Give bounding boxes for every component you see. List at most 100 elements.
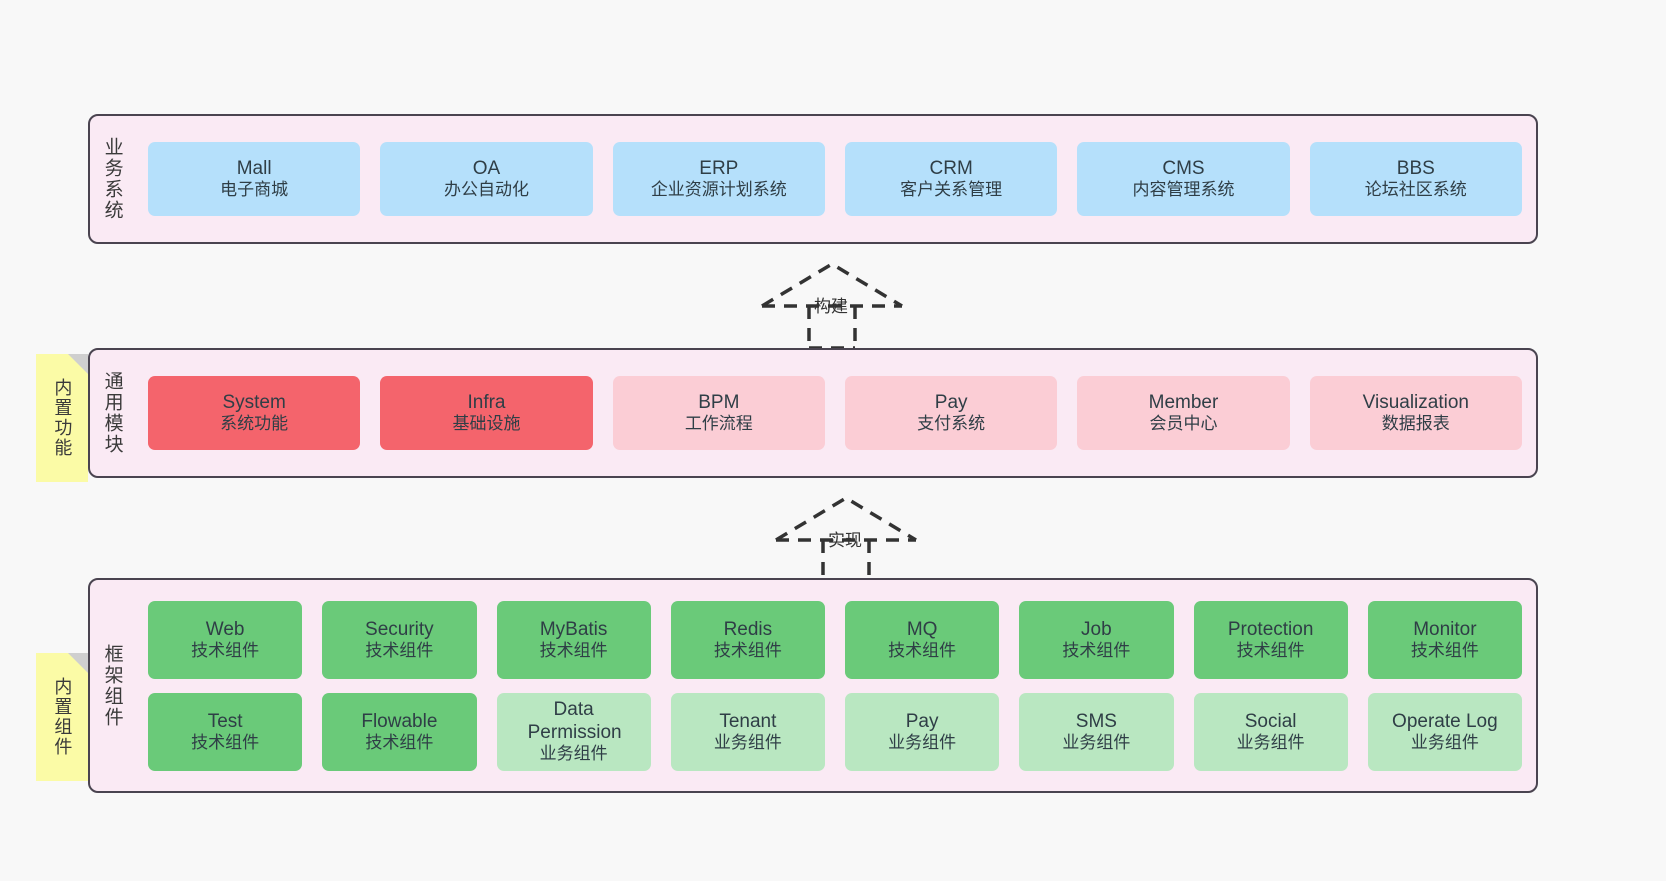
arrow-implement: 实现 [766,492,926,584]
card-title-cn: 业务组件 [1062,732,1131,752]
layer-title-framework-component: 框架组件 [101,643,123,728]
card-title-cn: 业务组件 [1410,732,1479,752]
card-pay-business[interactable]: Pay 业务组件 [845,692,1000,771]
card-title-cn: 会员中心 [1149,414,1218,434]
layer-business-system: 业务系统 Mall 电子商城 OA 办公自动化 ERP 企业资源计划系统 CRM… [88,114,1538,244]
arrow-build-label: 构建 [814,297,848,316]
card-title-cn: 业务组件 [1236,732,1305,752]
card-title-cn: 技术组件 [1410,640,1479,660]
note-builtin-components: 内置组件 [36,653,88,781]
arrow-build: 构建 [752,258,912,350]
card-protection[interactable]: Protection 技术组件 [1193,600,1348,679]
card-title-en: Infra [467,392,506,414]
note-fold-corner-icon [68,354,88,374]
layer-body-common-module: System 系统功能 Infra 基础设施 BPM 工作流程 Pay 支付系统… [134,350,1536,476]
card-security[interactable]: Security 技术组件 [322,600,477,679]
card-title-cn: 论坛社区系统 [1364,180,1467,200]
card-erp[interactable]: ERP 企业资源计划系统 [612,142,825,216]
card-title-cn: 数据报表 [1381,414,1450,434]
card-title-en: Operate Log [1392,710,1498,732]
card-redis[interactable]: Redis 技术组件 [670,600,825,679]
card-title-cn: 电子商城 [220,180,289,200]
card-title-cn: 支付系统 [917,414,986,434]
card-monitor[interactable]: Monitor 技术组件 [1367,600,1522,679]
card-bpm[interactable]: BPM 工作流程 [612,376,825,450]
card-title-en: Monitor [1413,618,1477,640]
card-title-cn: 业务组件 [539,744,608,764]
card-title-cn: 客户关系管理 [900,180,1003,200]
card-title-en: CRM [929,158,973,180]
card-title-cn: 办公自动化 [443,180,529,200]
card-title-en: Mall [236,158,272,180]
card-title-cn: 技术组件 [539,640,608,660]
card-title-en: BPM [698,392,740,414]
card-crm[interactable]: CRM 客户关系管理 [844,142,1058,216]
note-label: 内置功能 [52,378,73,458]
card-title-en: Pay [934,392,968,414]
card-title-cn: 技术组件 [713,640,782,660]
card-title-en: BBS [1396,158,1435,180]
card-title-en: Tenant [719,710,777,732]
card-title-en: Test [207,710,243,732]
card-title-cn: 工作流程 [684,414,753,434]
card-operate-log[interactable]: Operate Log 业务组件 [1367,692,1522,771]
card-title-en: MQ [906,618,938,640]
card-row: Test 技术组件 Flowable 技术组件 Data Permission … [148,692,1522,771]
card-title-en: ERP [699,158,739,180]
card-flowable[interactable]: Flowable 技术组件 [322,692,477,771]
card-job[interactable]: Job 技术组件 [1019,600,1174,679]
card-title-en: Social [1244,710,1297,732]
card-row: Mall 电子商城 OA 办公自动化 ERP 企业资源计划系统 CRM 客户关系… [148,142,1522,216]
card-title-en: Job [1081,618,1112,640]
card-title-cn: 技术组件 [365,732,434,752]
note-builtin-features: 内置功能 [36,354,88,482]
card-title-en: Flowable [361,710,438,732]
card-title-en: CMS [1162,158,1205,180]
card-oa[interactable]: OA 办公自动化 [380,142,593,216]
card-sms[interactable]: SMS 业务组件 [1019,692,1174,771]
card-title-en: SMS [1075,710,1117,732]
card-mq[interactable]: MQ 技术组件 [845,600,1000,679]
card-row: Web 技术组件 Security 技术组件 MyBatis 技术组件 Redi… [148,600,1522,679]
card-title-cn: 企业资源计划系统 [650,180,787,200]
card-title-en: Data Permission [527,698,622,744]
layer-body-framework-component: Web 技术组件 Security 技术组件 MyBatis 技术组件 Redi… [134,580,1536,791]
card-mall[interactable]: Mall 电子商城 [148,142,361,216]
layer-title-common-module: 通用模块 [101,371,123,455]
card-pay[interactable]: Pay 支付系统 [844,376,1058,450]
card-title-en: OA [472,158,501,180]
card-title-cn: 技术组件 [1062,640,1131,660]
card-title-en: Web [205,618,245,640]
card-title-cn: 技术组件 [1236,640,1305,660]
layer-body-business-system: Mall 电子商城 OA 办公自动化 ERP 企业资源计划系统 CRM 客户关系… [134,116,1536,242]
card-system[interactable]: System 系统功能 [148,376,361,450]
card-data-permission[interactable]: Data Permission 业务组件 [496,692,651,771]
card-title-cn: 基础设施 [452,414,521,434]
arrow-build-icon [761,261,903,350]
card-test[interactable]: Test 技术组件 [148,692,303,771]
card-title-cn: 内容管理系统 [1132,180,1235,200]
card-tenant[interactable]: Tenant 业务组件 [670,692,825,771]
card-infra[interactable]: Infra 基础设施 [380,376,593,450]
card-cms[interactable]: CMS 内容管理系统 [1077,142,1290,216]
card-social[interactable]: Social 业务组件 [1193,692,1348,771]
card-title-cn: 业务组件 [713,732,782,752]
layer-common-module: 通用模块 System 系统功能 Infra 基础设施 BPM 工作流程 Pay… [88,348,1538,478]
note-label: 内置组件 [52,677,73,757]
card-bbs[interactable]: BBS 论坛社区系统 [1309,142,1522,216]
card-title-en: Security [365,618,434,640]
card-web[interactable]: Web 技术组件 [148,600,303,679]
card-title-en: System [222,392,286,414]
layer-title-business-system: 业务系统 [101,137,123,221]
card-title-cn: 技术组件 [365,640,434,660]
arrow-implement-label: 实现 [828,531,862,550]
card-title-cn: 系统功能 [220,414,289,434]
card-title-cn: 技术组件 [191,732,260,752]
card-mybatis[interactable]: MyBatis 技术组件 [496,600,651,679]
card-member[interactable]: Member 会员中心 [1077,376,1290,450]
card-title-en: Pay [905,710,939,732]
card-visualization[interactable]: Visualization 数据报表 [1309,376,1522,450]
card-title-cn: 业务组件 [888,732,957,752]
note-fold-corner-icon [68,653,88,673]
